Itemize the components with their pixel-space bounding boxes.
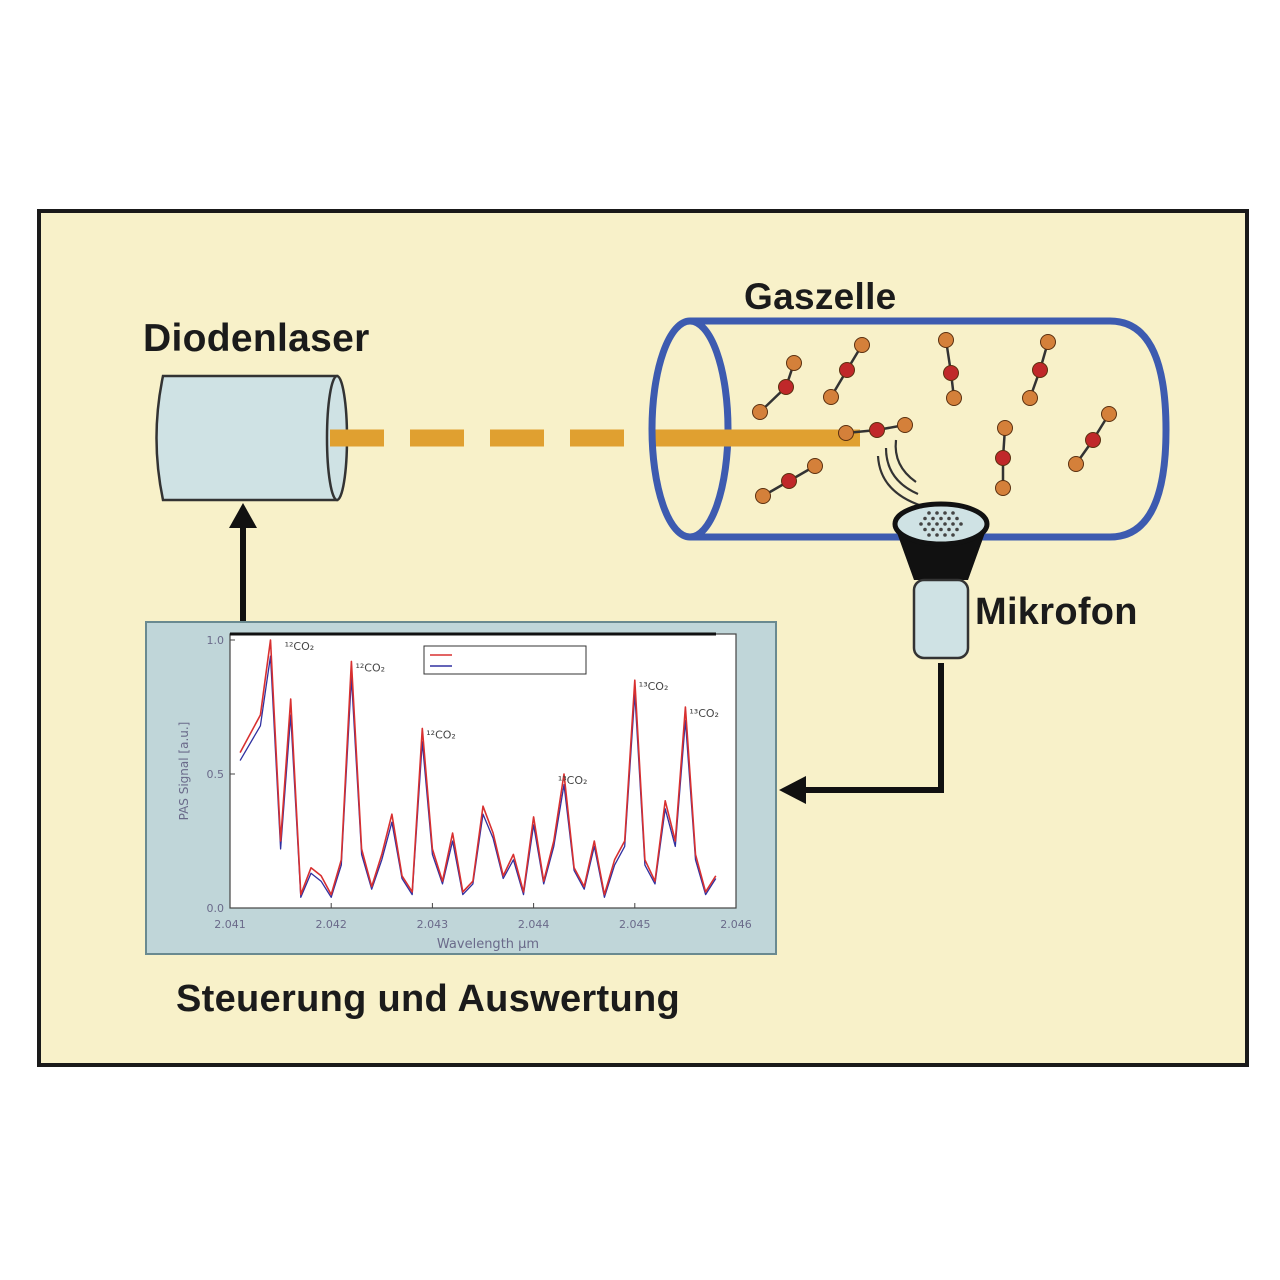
sound-waves [876, 439, 923, 508]
co2-molecule [823, 337, 870, 405]
peak-label: ¹³CO₂ [689, 707, 719, 720]
peak-label: ¹³CO₂ [639, 680, 669, 693]
chart-series [239, 639, 717, 898]
chart-y-label: PAS Signal [a.u.] [177, 722, 191, 821]
label-steuerung-und-auswertung: Steuerung und Auswertung [176, 978, 681, 1020]
y-tick-label: 1.0 [207, 634, 225, 647]
series-line-1 [239, 639, 717, 896]
co2-molecule [1068, 406, 1117, 472]
chart-peak-labels: ¹²CO₂ ¹²CO₂ ¹²CO₂ ¹³CO₂ ¹³CO₂ ¹³CO₂ [285, 640, 719, 787]
co2-molecule [938, 332, 962, 406]
label-gaszelle: Gaszelle [744, 276, 897, 317]
co2-molecule [1022, 334, 1056, 406]
microphone [892, 501, 990, 660]
gas-molecules [752, 332, 1117, 504]
x-tick-label: 2.043 [417, 918, 449, 931]
diode-laser [155, 374, 349, 502]
x-tick-label: 2.045 [619, 918, 651, 931]
co2-molecule [995, 420, 1013, 496]
x-tick-label: 2.044 [518, 918, 550, 931]
microphone-grille [919, 511, 963, 537]
chart-axes: 2.041 2.042 2.043 2.044 2.045 2.046 0.0 0.5 1.0 [207, 634, 752, 931]
gas-cell [648, 317, 1170, 541]
y-tick-label: 0.0 [207, 902, 225, 915]
chart-legend [423, 645, 587, 675]
arrow-control-to-laser [229, 503, 257, 622]
chart-x-label: Wavelength μm [437, 937, 539, 952]
peak-label: ¹²CO₂ [355, 661, 385, 674]
y-tick-label: 0.5 [207, 768, 225, 781]
peak-label: ¹²CO₂ [426, 728, 456, 741]
peak-label: ¹³CO₂ [558, 774, 588, 787]
co2-molecule [755, 458, 823, 504]
x-tick-label: 2.041 [214, 918, 246, 931]
co2-molecule [838, 417, 913, 441]
co2-molecule [752, 355, 802, 420]
label-diodenlaser: Diodenlaser [143, 317, 370, 360]
label-mikrofon: Mikrofon [975, 591, 1138, 633]
peak-label: ¹²CO₂ [285, 640, 315, 653]
x-tick-label: 2.042 [315, 918, 347, 931]
arrow-mic-to-control [779, 663, 944, 804]
x-tick-label: 2.046 [720, 918, 752, 931]
